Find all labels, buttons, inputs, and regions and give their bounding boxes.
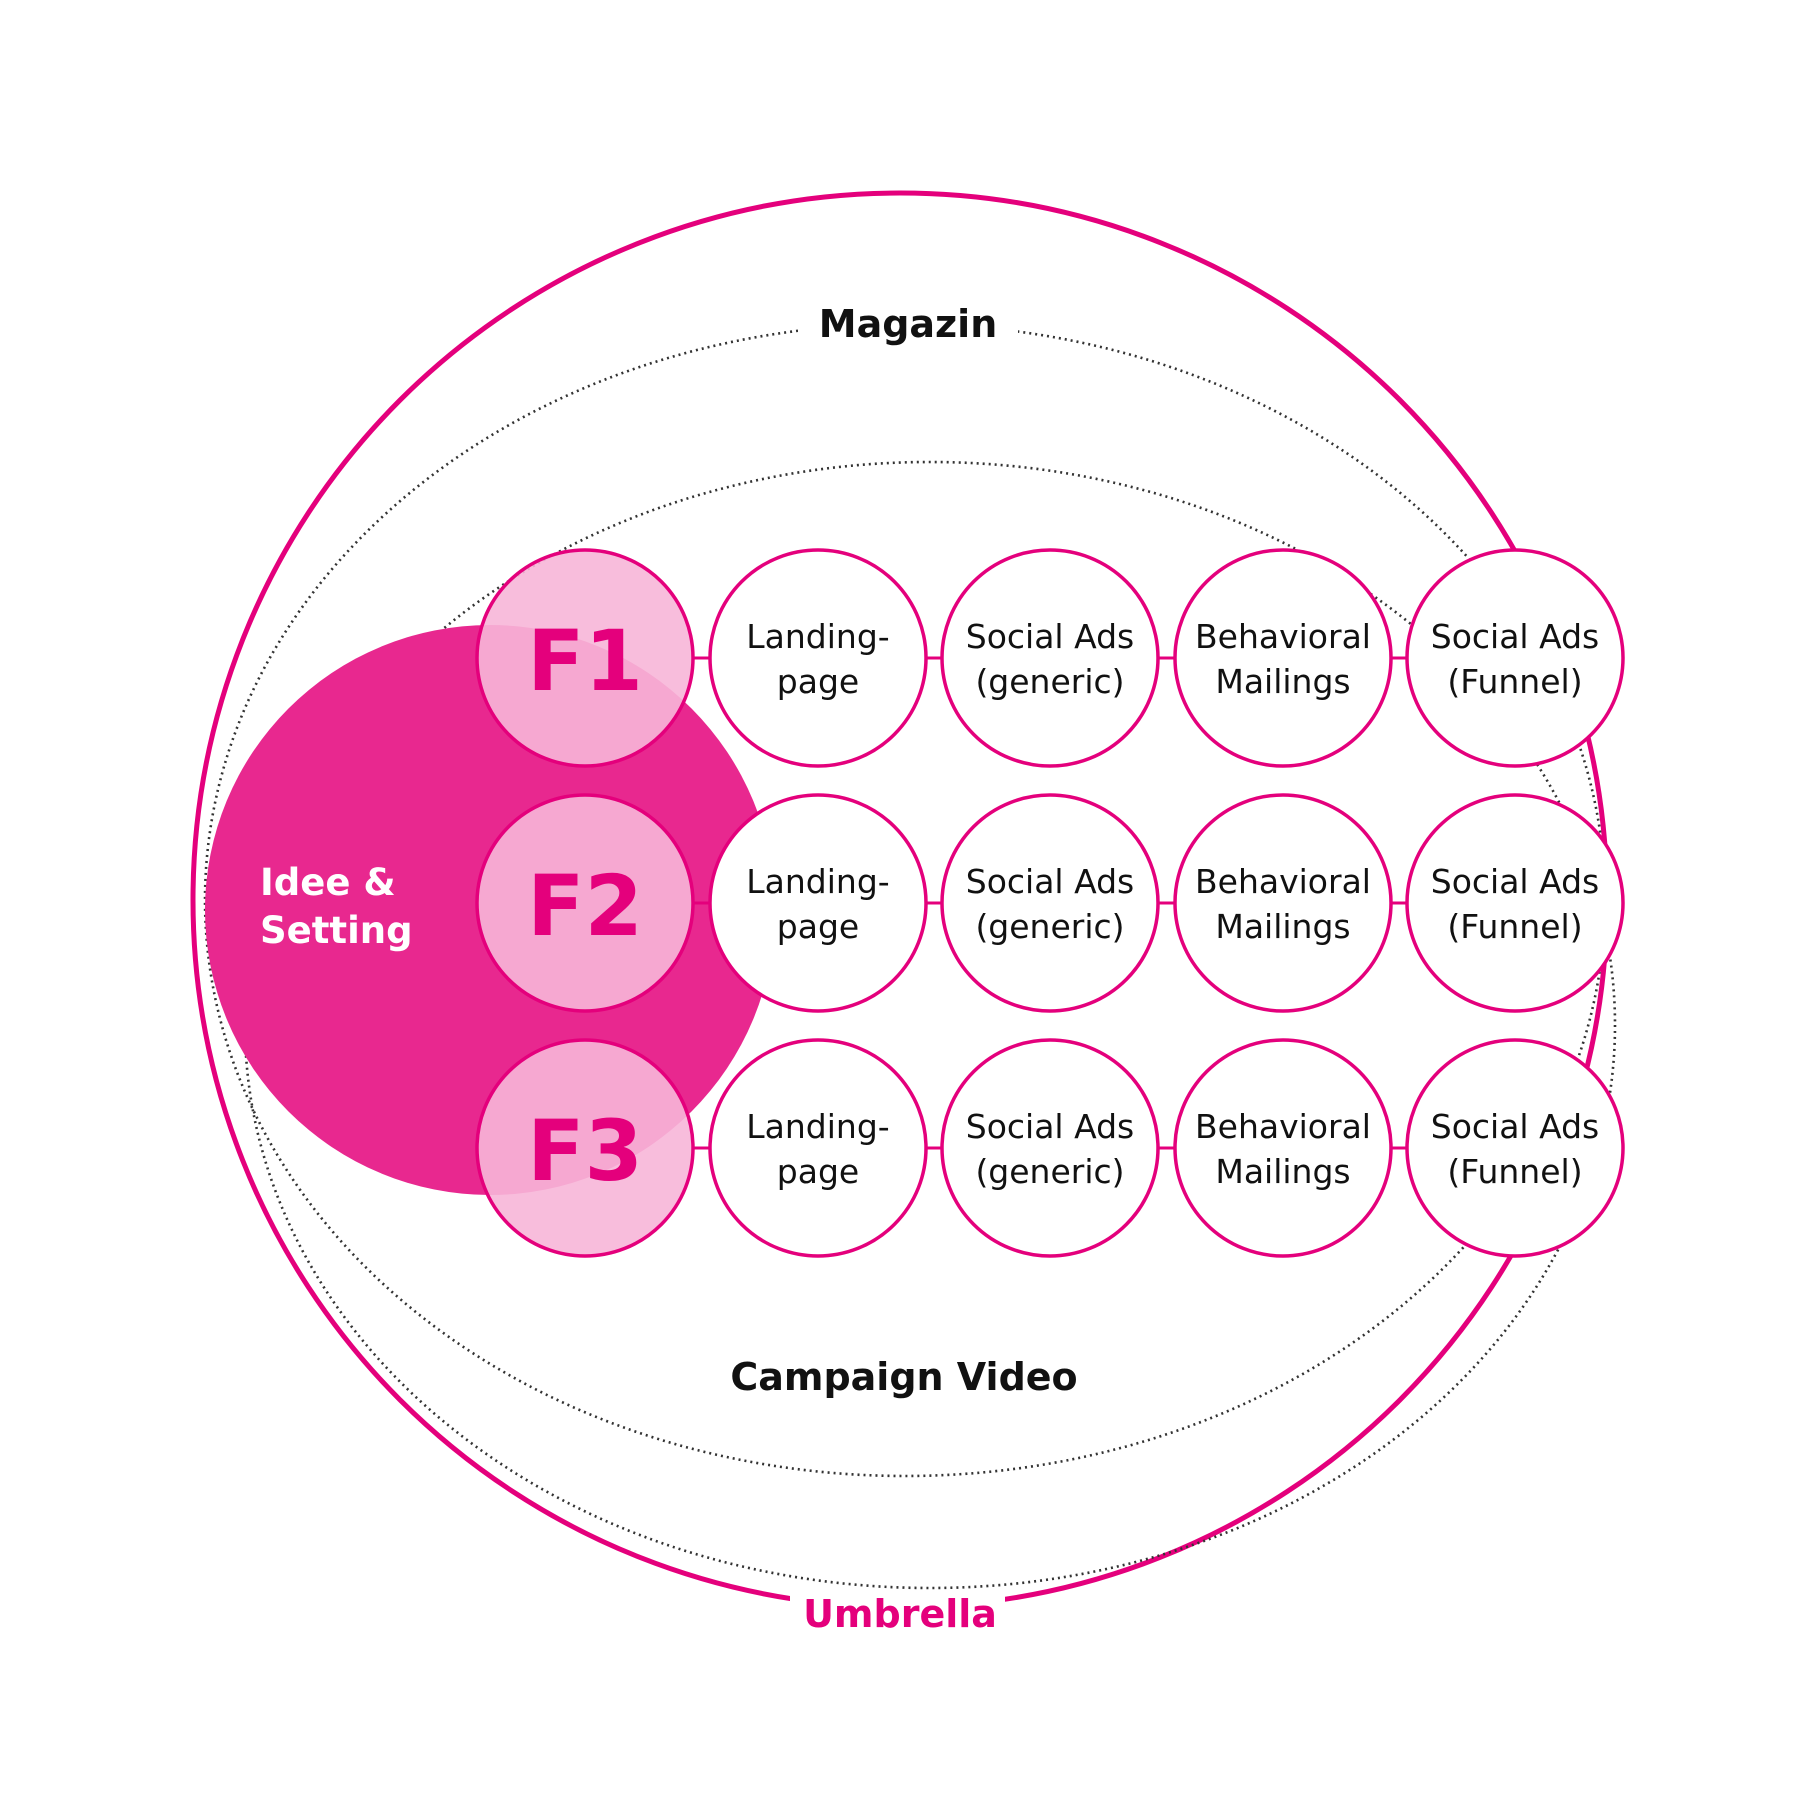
node-circle	[940, 793, 1160, 1013]
node-label-line: (Funnel)	[1447, 907, 1582, 946]
node-label-line: Behavioral	[1195, 1107, 1371, 1146]
node-label-line: Behavioral	[1195, 617, 1371, 656]
magazin-label-gap	[798, 292, 1018, 352]
node-label-line: Mailings	[1215, 662, 1350, 701]
node-label: Landing-page	[746, 1107, 889, 1191]
node-label: Social Ads (generic)	[966, 1107, 1134, 1191]
node-label: Social Ads (Funnel)	[1431, 862, 1599, 946]
format-label-f3: F3	[527, 1102, 643, 1200]
node-circle	[1405, 793, 1625, 1013]
node-label-line: Social Ads	[1431, 862, 1599, 901]
node-label-line: page	[777, 662, 859, 701]
node-label-line: Landing-	[746, 617, 889, 656]
node-label-line: (Funnel)	[1447, 662, 1582, 701]
campaign-video-label: Campaign Video	[730, 1355, 1077, 1399]
node-circle	[708, 548, 928, 768]
node-label-line: (generic)	[975, 662, 1124, 701]
node-label: Social Ads (Funnel)	[1431, 617, 1599, 701]
node-circle	[1405, 1038, 1625, 1258]
node-circle	[1173, 793, 1393, 1013]
node-circle	[708, 1038, 928, 1258]
idea-setting-label: Idee & Setting	[260, 861, 413, 952]
format-row-f2: F2 Landing-page Social Ads (generic) Behavio…	[475, 793, 1625, 1013]
format-label-f2: F2	[527, 857, 643, 955]
node-label-line: Mailings	[1215, 907, 1350, 946]
format-circle-f1	[475, 548, 695, 768]
idea-setting-line-2: Setting	[260, 909, 413, 952]
node-label-line: Behavioral	[1195, 862, 1371, 901]
magazin-label: Magazin	[819, 302, 998, 346]
campaign-video-ring	[243, 460, 1617, 1590]
node-label-line: page	[777, 1152, 859, 1191]
format-circle-f3	[475, 1038, 695, 1258]
format-label-f1: F1	[527, 612, 643, 710]
node-circle	[1405, 548, 1625, 768]
format-row-f3: F3 Landing-page Social Ads (generic) Behavio…	[475, 1038, 1625, 1258]
node-label-line: Mailings	[1215, 1152, 1350, 1191]
node-label-line: (generic)	[975, 907, 1124, 946]
node-label: Social Ads (generic)	[966, 617, 1134, 701]
node-label-line: (generic)	[975, 1152, 1124, 1191]
format-circle-f2	[475, 793, 695, 1013]
node-circle	[708, 793, 928, 1013]
node-label: Landing-page	[746, 862, 889, 946]
umbrella-label-gap	[790, 1580, 1005, 1645]
campaign-video-label-gap	[718, 1345, 1090, 1405]
node-circle	[940, 548, 1160, 768]
node-label-line: Social Ads	[966, 617, 1134, 656]
node-label-line: Social Ads	[1431, 1107, 1599, 1146]
node-label-line: Landing-	[746, 1107, 889, 1146]
node-circle	[940, 1038, 1160, 1258]
node-circle	[1173, 1038, 1393, 1258]
node-label: Social Ads (generic)	[966, 862, 1134, 946]
node-label-line: Social Ads	[966, 1107, 1134, 1146]
node-label-line: Social Ads	[966, 862, 1134, 901]
umbrella-label: Umbrella	[803, 1592, 997, 1636]
node-label-line: page	[777, 907, 859, 946]
node-label-line: Social Ads	[1431, 617, 1599, 656]
node-circle	[1173, 548, 1393, 768]
format-row-f1: F1 Landing-page Social Ads (generic) Behavio…	[475, 548, 1625, 768]
node-label: Landing-page	[746, 617, 889, 701]
idea-setting-line-1: Idee &	[260, 861, 396, 904]
node-label: Social Ads (Funnel)	[1431, 1107, 1599, 1191]
node-label-line: (Funnel)	[1447, 1152, 1582, 1191]
node-label-line: Landing-	[746, 862, 889, 901]
